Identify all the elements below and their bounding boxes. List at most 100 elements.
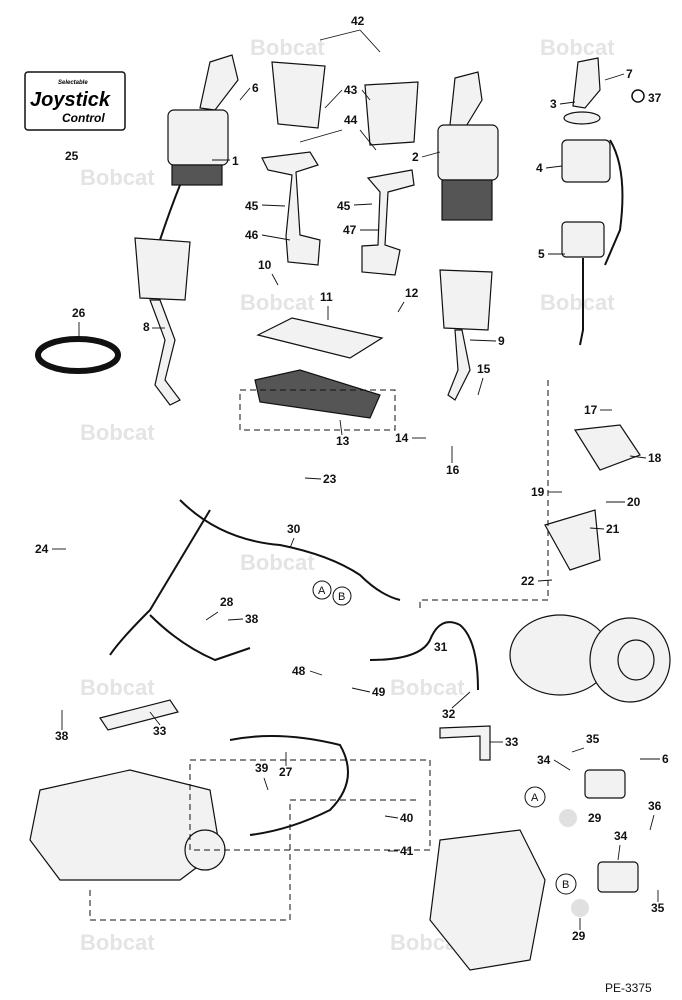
callout-9: 9 <box>469 334 505 348</box>
watermark: Bobcat <box>80 675 155 700</box>
svg-text:21: 21 <box>606 522 620 536</box>
svg-text:26: 26 <box>72 306 86 320</box>
callout-48: 48 <box>292 664 323 678</box>
svg-text:14: 14 <box>395 431 409 445</box>
connector-label-b: B <box>338 591 345 603</box>
callout-37: 37 <box>648 91 662 105</box>
svg-text:30: 30 <box>287 522 301 536</box>
watermark: Bobcat <box>80 165 155 190</box>
callout-35-upper: 35 <box>571 732 600 753</box>
callout-23: 23 <box>304 472 337 486</box>
svg-text:13: 13 <box>336 434 350 448</box>
callout-17: 17 <box>584 403 612 417</box>
connector-label-a-lower: A <box>531 792 539 804</box>
svg-text:34: 34 <box>537 753 551 767</box>
callout-24: 24 <box>35 542 66 556</box>
svg-text:16: 16 <box>446 463 460 477</box>
svg-text:23: 23 <box>323 472 337 486</box>
callout-3: 3 <box>550 97 576 111</box>
svg-text:43: 43 <box>344 83 358 97</box>
svg-text:17: 17 <box>584 403 598 417</box>
svg-text:29: 29 <box>572 929 586 943</box>
callout-15: 15 <box>477 362 491 396</box>
callout-6-lower: 6 <box>640 752 669 766</box>
svg-text:40: 40 <box>400 811 414 825</box>
callout-25: 25 <box>65 149 79 163</box>
sensor-cable <box>369 621 479 691</box>
callout-44: 44 <box>299 113 377 151</box>
svg-text:4: 4 <box>536 161 543 175</box>
callout-34-lower: 34 <box>614 829 628 861</box>
left-joystick-assembly <box>159 54 239 241</box>
badge-subtitle: Control <box>62 111 105 125</box>
callout-49: 49 <box>351 685 386 699</box>
svg-text:25: 25 <box>65 149 79 163</box>
svg-text:39: 39 <box>255 761 269 775</box>
drive-motor <box>509 614 671 703</box>
svg-text:11: 11 <box>320 290 333 304</box>
callout-33-left: 33 <box>149 711 167 738</box>
mount-brackets <box>261 151 415 276</box>
svg-text:19: 19 <box>531 485 545 499</box>
callout-42: 42 <box>319 14 381 53</box>
svg-text:10: 10 <box>258 258 272 272</box>
svg-text:31: 31 <box>434 640 448 654</box>
hose-coil <box>35 336 121 374</box>
callout-1: 1 <box>212 154 239 168</box>
wiring-harness: A B <box>109 499 401 662</box>
callout-7: 7 <box>604 67 633 81</box>
callout-26: 26 <box>72 306 86 338</box>
svg-text:22: 22 <box>521 574 535 588</box>
callout-14: 14 <box>395 431 426 445</box>
callout-16: 16 <box>446 446 460 477</box>
svg-text:7: 7 <box>626 67 633 81</box>
svg-text:35: 35 <box>586 732 600 746</box>
callout-11: 11 <box>320 290 333 320</box>
callout-29-upper: 29 <box>588 811 602 825</box>
svg-text:27: 27 <box>279 765 293 779</box>
callout-32: 32 <box>442 691 471 721</box>
svg-text:6: 6 <box>252 81 259 95</box>
svg-text:6: 6 <box>662 752 669 766</box>
svg-text:20: 20 <box>627 495 641 509</box>
svg-text:38: 38 <box>245 612 259 626</box>
svg-text:2: 2 <box>412 150 419 164</box>
svg-text:15: 15 <box>477 362 491 376</box>
svg-text:5: 5 <box>538 247 545 261</box>
callout-4: 4 <box>536 161 563 175</box>
watermark: Bobcat <box>80 930 155 955</box>
svg-text:9: 9 <box>498 334 505 348</box>
callout-36: 36 <box>648 799 662 831</box>
svg-text:38: 38 <box>55 729 69 743</box>
callout-46: 46 <box>245 228 291 242</box>
watermark-layer: Bobcat Bobcat Bobcat Bobcat Bobcat Bobca… <box>80 35 615 955</box>
svg-text:33: 33 <box>153 724 167 738</box>
joystick-control-badge: Selectable Joystick Control <box>24 71 126 131</box>
hex-wrenches <box>99 699 491 761</box>
figure-reference: PE-3375 <box>605 981 652 995</box>
callout-12: 12 <box>397 286 419 313</box>
svg-text:45: 45 <box>337 199 351 213</box>
svg-text:12: 12 <box>405 286 419 300</box>
svg-text:29: 29 <box>588 811 602 825</box>
svg-text:28: 28 <box>220 595 234 609</box>
callout-30: 30 <box>287 522 301 549</box>
callout-6-upper: 6 <box>239 81 259 101</box>
svg-text:8: 8 <box>143 320 150 334</box>
callout-20: 20 <box>606 495 641 509</box>
callout-39: 39 <box>255 761 269 791</box>
svg-text:44: 44 <box>344 113 358 127</box>
svg-text:35: 35 <box>651 901 665 915</box>
watermark: Bobcat <box>80 420 155 445</box>
badge-title: Joystick <box>30 89 111 111</box>
right-joystick-assembly <box>437 71 499 401</box>
callout-5: 5 <box>538 247 565 261</box>
callout-45-left: 45 <box>245 199 286 213</box>
svg-text:24: 24 <box>35 542 49 556</box>
covers <box>271 61 419 146</box>
callout-28: 28 <box>205 595 234 621</box>
connector-label-b-lower: B <box>562 879 569 891</box>
callout-47: 47 <box>343 223 378 237</box>
svg-text:42: 42 <box>351 14 365 28</box>
